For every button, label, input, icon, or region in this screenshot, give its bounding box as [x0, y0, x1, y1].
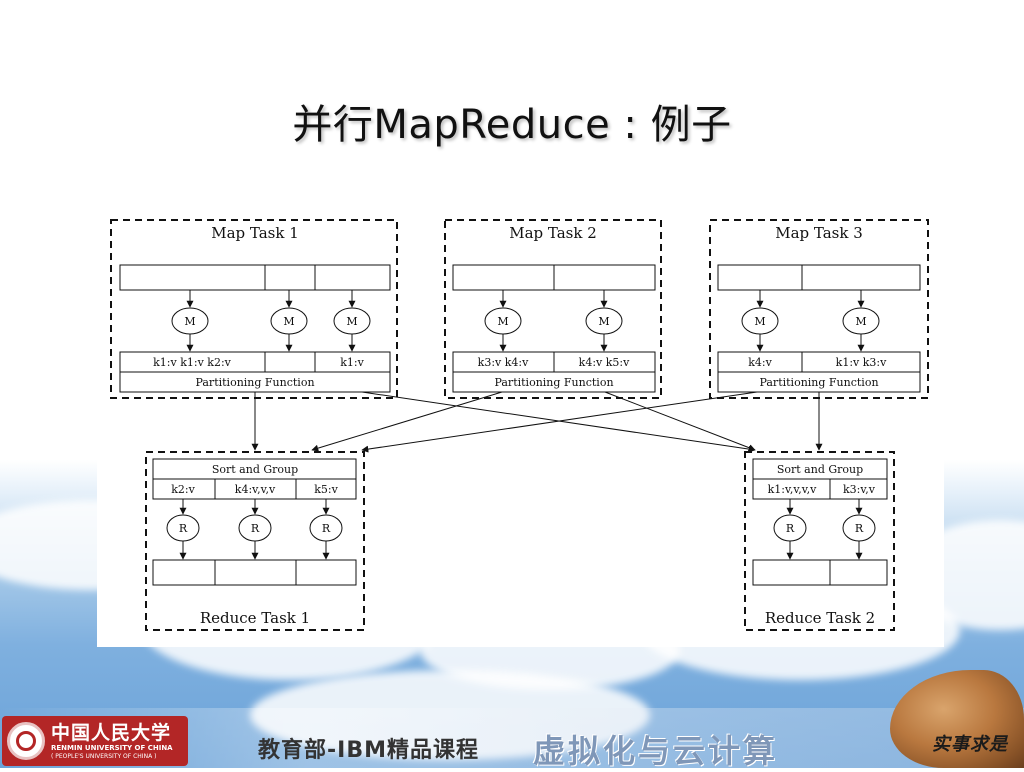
- group-cell: k3:v,v: [843, 483, 876, 496]
- mapreduce-diagram: Map Task 1 M M M k1:v k1:v k2:v k1:v Par…: [97, 205, 944, 647]
- reduce-task-1-label: Reduce Task 1: [200, 609, 310, 627]
- mapper-node-label: M: [283, 315, 294, 328]
- reduce-task-1: Sort and Group k2:v k4:v,v,v k5:v R R R …: [145, 451, 365, 631]
- map-task-3-label: Map Task 3: [775, 224, 863, 242]
- group-cell: k5:v: [314, 483, 338, 496]
- map-output-cell: k1:v: [340, 356, 364, 369]
- reducer-node-label: R: [251, 522, 260, 535]
- university-name: 中国人民大学 RENMIN UNIVERSITY OF CHINA ( PEOP…: [51, 722, 173, 761]
- partitioning-function-box: [452, 371, 656, 393]
- map-output-cell: k4:v: [748, 356, 772, 369]
- mapper-node-label: M: [346, 315, 357, 328]
- university-name-en-alt: ( PEOPLE'S UNIVERSITY OF CHINA ): [51, 752, 157, 760]
- partitioning-function-label: Partitioning Function: [195, 376, 314, 389]
- map-task-1-input: [119, 264, 391, 291]
- shuffle-arrow: [311, 391, 503, 452]
- reducer-node-label: R: [786, 522, 795, 535]
- course-name: 虚拟化与云计算: [533, 732, 779, 770]
- reducer-node-label: R: [179, 522, 188, 535]
- shuffle-arrow: [604, 391, 756, 451]
- slide-title: 并行MapReduce : 例子: [292, 102, 732, 148]
- sort-and-group-label: Sort and Group: [777, 463, 863, 476]
- map-task-1: Map Task 1 M M M k1:v k1:v k2:v k1:v Par…: [110, 219, 398, 399]
- map-task-1-label: Map Task 1: [211, 224, 299, 242]
- shuffle-arrow: [361, 391, 758, 453]
- group-cell: k4:v,v,v: [235, 483, 276, 496]
- shuffle-arrows: [251, 391, 823, 453]
- reduce-task-2-label: Reduce Task 2: [765, 609, 875, 627]
- university-name-cn: 中国人民大学: [51, 721, 172, 744]
- map-task-2-border: [444, 219, 662, 399]
- map-task-2-label: Map Task 2: [509, 224, 597, 242]
- group-cell: k2:v: [171, 483, 195, 496]
- map-output-cell: k4:v k5:v: [579, 356, 630, 369]
- map-task-2: Map Task 2 M M k3:v k4:v k4:v k5:v Parti…: [444, 219, 662, 399]
- mapper-node-label: M: [598, 315, 609, 328]
- reduce-task-2: Sort and Group k1:v,v,v,v k3:v,v R R Red…: [744, 451, 895, 631]
- reduce-task-1-output: [152, 559, 357, 586]
- map-output-cell: k1:v k3:v: [836, 356, 887, 369]
- mapper-node-label: M: [184, 315, 195, 328]
- map-task-3-input: [717, 264, 921, 291]
- university-seal-icon: [7, 722, 45, 760]
- mapper-node-label: M: [855, 315, 866, 328]
- motto-calligraphy: 实事求是: [932, 734, 1008, 755]
- mapper-node-label: M: [754, 315, 765, 328]
- map-output-cell: k1:v k1:v k2:v: [153, 356, 232, 369]
- reducer-node-label: R: [855, 522, 864, 535]
- course-label: 教育部-IBM精品课程: [258, 738, 479, 763]
- mapper-node-label: M: [497, 315, 508, 328]
- map-task-1-border: [110, 219, 398, 399]
- partitioning-function-label: Partitioning Function: [759, 376, 878, 389]
- sort-and-group-label: Sort and Group: [212, 463, 298, 476]
- university-name-en: RENMIN UNIVERSITY OF CHINA: [51, 743, 173, 752]
- reduce-task-1-border: [145, 451, 365, 631]
- reduce-task-2-border: [744, 451, 895, 631]
- map-task-3: Map Task 3 M M k4:v k1:v k3:v Partitioni…: [709, 219, 929, 399]
- reducer-node-label: R: [322, 522, 331, 535]
- partitioning-function-label: Partitioning Function: [494, 376, 613, 389]
- university-logo: 中国人民大学 RENMIN UNIVERSITY OF CHINA ( PEOP…: [2, 716, 188, 766]
- group-cell: k1:v,v,v,v: [768, 483, 818, 496]
- diagram-canvas: Map Task 1 M M M k1:v k1:v k2:v k1:v Par…: [110, 219, 929, 631]
- reduce-task-2-output: [752, 559, 888, 586]
- reduce-task-2-groups: [752, 478, 888, 500]
- map-output-cell: k3:v k4:v: [478, 356, 529, 369]
